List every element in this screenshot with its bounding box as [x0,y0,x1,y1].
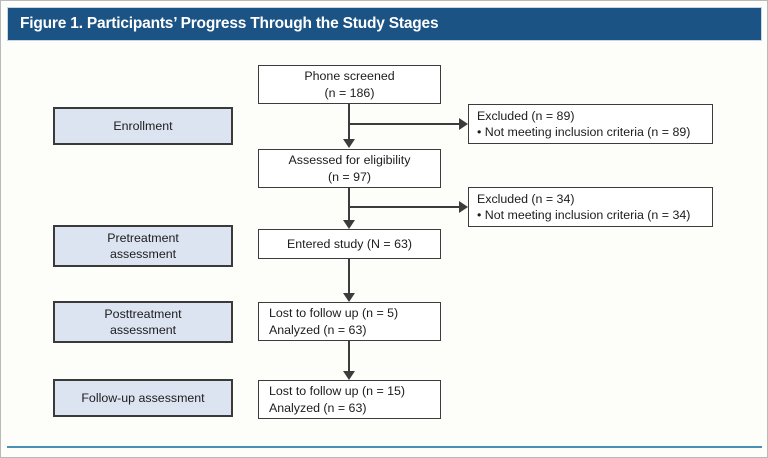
stage-label-followup: Follow-up assessment [81,390,205,405]
exclusion-2-reason: • Not meeting inclusion criteria (n = 34… [477,208,691,222]
arrowhead-assessed-to-excluded [459,201,468,213]
stage-label-posttreatment-line2: assessment [109,323,177,337]
flow-posttreatment-analyzed: Analyzed (n = 63) [269,322,367,337]
exclusion-1-total: Excluded (n = 89) [477,108,575,123]
flow-box-entered-study: Entered study (N = 63) [258,229,441,259]
flow-box-phone-screened: Phone screened (n = 186) [258,65,441,104]
flow-assessed-label: Assessed for eligibility [288,153,411,168]
arrowhead-assessed-to-entered [343,220,355,229]
arrowhead-phone-to-excluded [459,118,468,130]
stage-box-posttreatment: Posttreatment assessment [53,301,233,343]
connector-entered-to-posttreatment [348,259,350,294]
flow-box-followup-results: Lost to follow up (n = 15) Analyzed (n =… [258,380,441,419]
flow-box-assessed-eligibility: Assessed for eligibility (n = 97) [258,149,441,188]
connector-posttreatment-to-followup [348,341,350,372]
flow-followup-lost: Lost to follow up (n = 15) [269,384,406,399]
flow-entered-study-label: Entered study (N = 63) [286,236,412,251]
connector-phone-to-assessed [348,104,350,140]
stage-label-pretreatment-line2: assessment [109,247,177,261]
exclusion-1-reason: • Not meeting inclusion criteria (n = 89… [477,125,691,139]
stage-label-posttreatment-line1: Posttreatment [104,306,182,321]
arrowhead-phone-to-assessed [343,139,355,148]
arrowhead-posttreatment-to-followup [343,371,355,380]
exclusion-box-2: Excluded (n = 34) • Not meeting inclusio… [468,187,713,227]
flow-box-posttreatment-results: Lost to follow up (n = 5) Analyzed (n = … [258,302,441,341]
stage-box-followup: Follow-up assessment [53,379,233,417]
page-title: Figure 1. Participants’ Progress Through… [20,15,439,32]
flow-posttreatment-lost: Lost to follow up (n = 5) [269,306,399,321]
stage-label-pretreatment-line1: Pretreatment [107,230,179,245]
flow-phone-screened-label: Phone screened [304,69,395,84]
flow-phone-screened-count: (n = 186) [324,85,375,100]
connector-phone-to-excluded [348,123,461,125]
flow-assessed-count: (n = 97) [327,169,372,184]
connector-assessed-to-entered [348,188,350,221]
exclusion-2-total: Excluded (n = 34) [477,191,575,206]
flow-followup-analyzed: Analyzed (n = 63) [269,400,367,415]
footer-divider [7,446,762,448]
stage-label-enrollment: Enrollment [113,118,173,133]
connector-assessed-to-excluded [348,206,461,208]
stage-box-pretreatment: Pretreatment assessment [53,225,233,267]
exclusion-box-1: Excluded (n = 89) • Not meeting inclusio… [468,104,713,144]
arrowhead-entered-to-posttreatment [343,293,355,302]
figure-title-bar: Figure 1. Participants’ Progress Through… [7,7,762,41]
stage-box-enrollment: Enrollment [53,107,233,145]
